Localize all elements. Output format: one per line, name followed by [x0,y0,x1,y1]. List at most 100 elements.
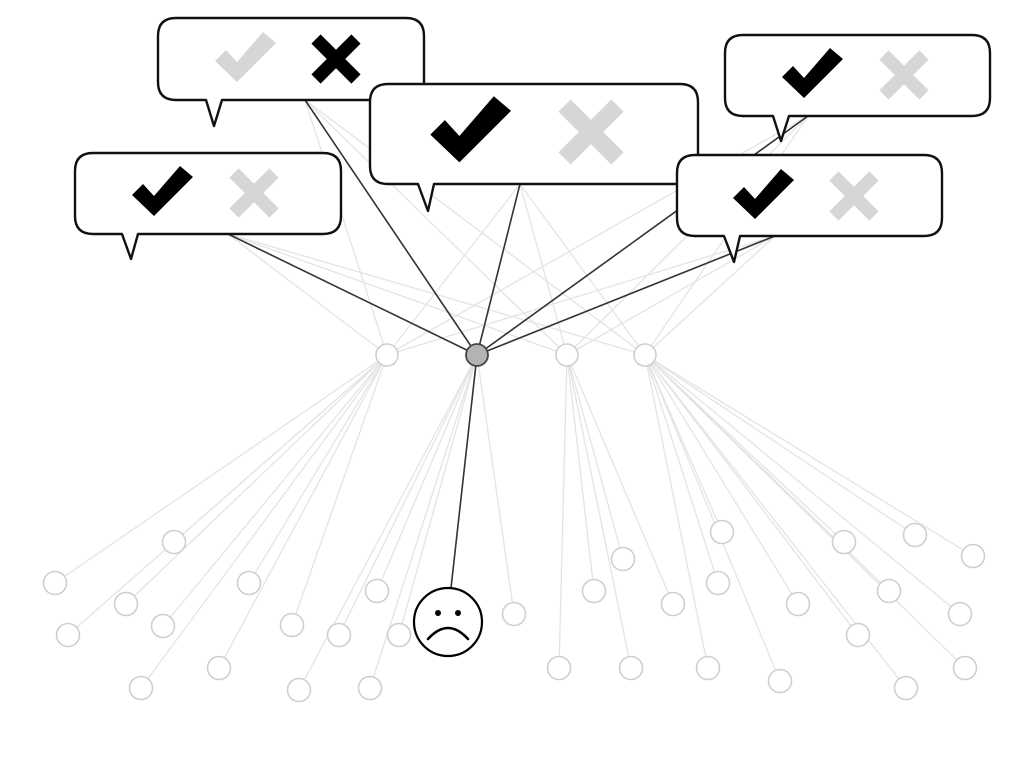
hub-node-2 [465,343,489,367]
active-edge [476,183,521,356]
faded-edge [304,99,568,356]
faded-edge [644,354,845,543]
faded-edge [476,354,515,615]
leaf-node [902,522,928,548]
cross-stroke [229,168,279,218]
leaf-node [893,675,919,701]
faded-edge [162,354,388,627]
faded-edge [227,233,388,356]
faded-edge [173,354,388,543]
faded-edge [644,354,709,669]
faded-edge [140,354,388,689]
faded-edge [519,183,568,356]
leaf-node [546,655,572,681]
faded-edge [376,354,478,592]
leaf-node [705,570,731,596]
leaf-node [947,601,973,627]
leaf-node [660,591,686,617]
faded-edge [248,354,388,584]
faded-edge [125,354,388,605]
leaf-node [286,677,312,703]
leaf-node [952,655,978,681]
sad-face-icon [412,586,484,658]
faded-edge [644,235,776,356]
active-edge [476,235,776,356]
bubble-center [368,82,700,213]
speech-bubble [723,33,992,143]
faded-edge [338,354,478,636]
leaf-node [785,591,811,617]
hub-node-3 [555,343,579,367]
sad-user [412,586,484,658]
faded-edge [644,354,719,584]
leaf-node [326,622,352,648]
leaf-node [161,529,187,555]
speech-bubbles-layer [73,16,992,264]
cross-icon [829,171,879,221]
cross-stroke [558,99,624,165]
leaf-node [386,622,412,648]
faded-edge [566,354,624,560]
leaf-node [236,570,262,596]
leaf-node [128,675,154,701]
leaf-node [767,668,793,694]
faded-edge [644,354,781,682]
cross-stroke [311,34,361,84]
faded-edge [644,354,916,536]
faded-edge [386,235,776,356]
faded-edge [398,354,478,636]
leaf-node [610,546,636,572]
faded-edge [218,354,388,669]
faded-edge [558,354,568,669]
cross-icon [229,168,279,218]
leaf-node [618,655,644,681]
faded-edge [304,99,646,356]
faded-edge [566,235,776,356]
leaf-node [709,519,735,545]
faded-edge [519,183,646,356]
cross-stroke [879,50,929,100]
checkmark-icon [430,96,511,163]
leaf-node [845,622,871,648]
checkmark-icon [215,32,276,82]
cross-icon [311,34,361,84]
checkmark-icon [733,169,794,219]
faded-edge [386,183,521,356]
leaf-node [357,675,383,701]
speech-bubble [675,153,944,264]
active-edges-layer [227,99,809,589]
leaf-node [279,612,305,638]
faded-edge [566,354,632,669]
hub-node-1 [375,343,399,367]
bubble-right [675,153,944,264]
cross-icon [558,99,624,165]
speech-bubble [73,151,343,261]
speech-bubble [368,82,700,213]
bubble-top-right [723,33,992,143]
cross-stroke [829,171,879,221]
faded-edge [644,354,799,605]
checkmark-icon [782,48,843,98]
faded-edge [644,354,859,636]
bubble-top-left [156,16,426,128]
active-edge [450,354,478,589]
faded-edge [644,354,974,557]
faded-edge [644,354,966,669]
leaf-node [113,591,139,617]
leaf-node [501,601,527,627]
nodes-layer [42,343,986,703]
faded-edge [291,354,388,626]
leaf-node [695,655,721,681]
cross-icon [879,50,929,100]
left-eye [435,610,441,616]
active-edge [227,233,478,356]
leaf-node [831,529,857,555]
checkmark-icon [132,166,193,216]
leaf-node [581,578,607,604]
faded-edge [304,99,388,356]
leaf-node [960,543,986,569]
faded-edge [566,354,674,605]
leaf-node [876,578,902,604]
